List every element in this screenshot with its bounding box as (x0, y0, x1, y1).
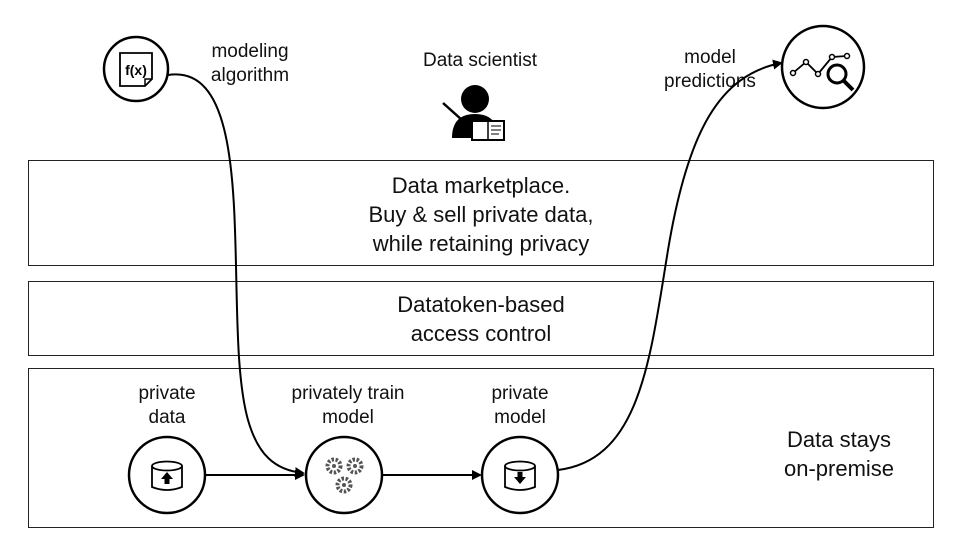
privately-train-line-2: model (322, 407, 374, 428)
access-control-layer: Datatoken-based access control (28, 281, 934, 356)
marketplace-line-2: Buy & sell private data, (368, 202, 594, 227)
on-premise-line-1: Data stays (787, 427, 891, 452)
modeling-algorithm-line-1: modeling (211, 41, 289, 62)
on-premise-text: Data stays on-premise (729, 425, 949, 483)
private-data-icon (127, 435, 207, 515)
access-control-line-1: Datatoken-based (397, 292, 565, 317)
model-to-predictions-curve (557, 59, 783, 471)
private-data-line-2: data (148, 407, 186, 428)
data-scientist-icon (442, 85, 505, 141)
access-control-line-2: access control (410, 321, 552, 346)
predictions-icon (780, 24, 866, 110)
private-model-icon (480, 435, 560, 515)
privately-train-label: privately train model (268, 382, 428, 430)
function-icon: f(x) (102, 35, 170, 103)
data-scientist-label: Data scientist (422, 50, 538, 71)
model-predictions-line-1: model (684, 47, 736, 68)
function-icon-text: f(x) (125, 62, 147, 78)
private-data-label: private data (107, 382, 227, 430)
privately-train-line-1: privately train (291, 383, 405, 404)
access-control-text: Datatoken-based access control (29, 290, 933, 348)
private-model-label: private model (460, 382, 580, 430)
on-premise-line-2: on-premise (783, 456, 895, 481)
private-model-line-1: private (491, 383, 549, 404)
marketplace-text: Data marketplace. Buy & sell private dat… (29, 171, 933, 258)
private-model-line-2: model (494, 407, 546, 428)
modeling-algorithm-label: modeling algorithm (190, 40, 310, 88)
train-model-gears-icon (304, 435, 384, 515)
marketplace-line-1: Data marketplace. (391, 173, 571, 198)
private-data-line-1: private (138, 383, 196, 404)
marketplace-layer: Data marketplace. Buy & sell private dat… (28, 160, 934, 266)
algorithm-to-train-curve (167, 73, 305, 478)
modeling-algorithm-line-2: algorithm (210, 65, 290, 86)
marketplace-line-3: while retaining privacy (372, 231, 590, 256)
